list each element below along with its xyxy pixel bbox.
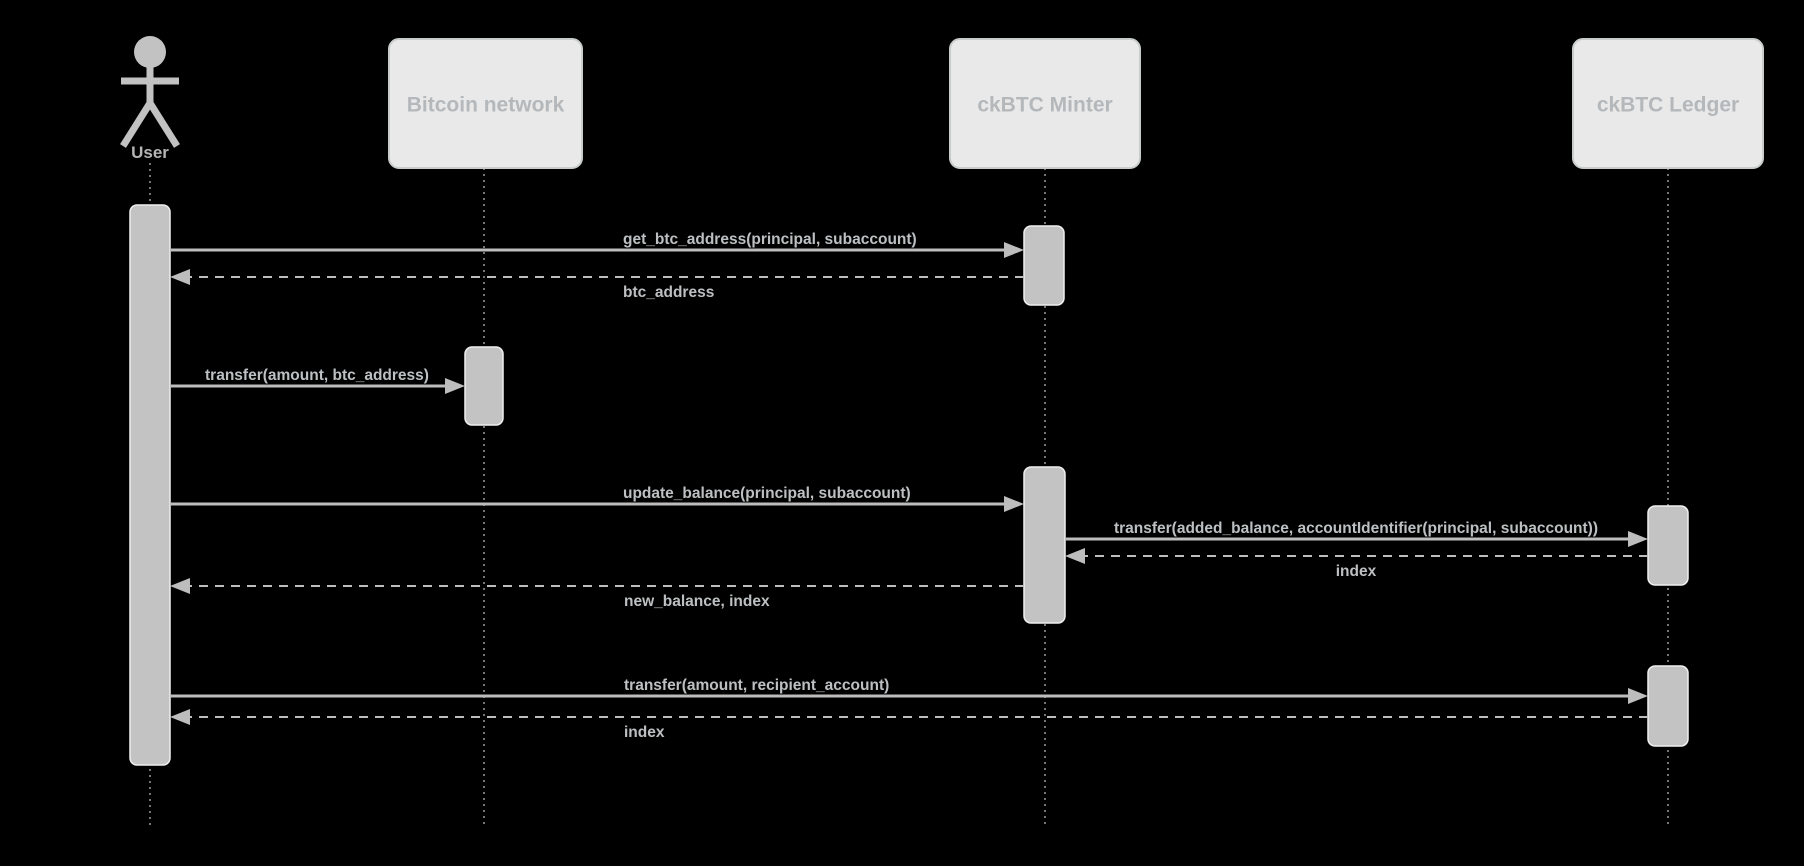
activation-bar-ckbtc-minter-2 bbox=[1023, 225, 1065, 306]
message-label-2: transfer(amount, btc_address) bbox=[205, 367, 429, 384]
message-arrowhead-2 bbox=[445, 378, 465, 394]
actor-label-user: User bbox=[131, 143, 169, 162]
message-label-3: update_balance(principal, subaccount) bbox=[623, 485, 911, 502]
message-label-8: index bbox=[624, 724, 665, 741]
actor-label-ckbtc-ledger: ckBTC Ledger bbox=[1597, 94, 1739, 117]
message-arrowhead-5 bbox=[1065, 548, 1085, 564]
activation-bar-ckbtc-minter-3 bbox=[1023, 466, 1066, 624]
actor-box-ckbtc-minter bbox=[949, 38, 1141, 169]
activation-bar-user-0 bbox=[129, 204, 171, 766]
message-label-7: transfer(amount, recipient_account) bbox=[624, 677, 889, 694]
user-actor-icon bbox=[120, 36, 180, 148]
user-leg-right bbox=[147, 101, 180, 148]
user-leg-left bbox=[120, 101, 153, 148]
message-arrowhead-4 bbox=[1628, 531, 1648, 547]
message-label-5: index bbox=[1336, 563, 1377, 580]
message-arrowhead-3 bbox=[1004, 496, 1024, 512]
message-label-0: get_btc_address(principal, subaccount) bbox=[623, 231, 917, 248]
message-arrowhead-7 bbox=[1628, 688, 1648, 704]
message-arrowhead-8 bbox=[170, 709, 190, 725]
message-arrowhead-1 bbox=[170, 269, 190, 285]
message-label-6: new_balance, index bbox=[624, 593, 770, 610]
actor-label-ckbtc-minter: ckBTC Minter bbox=[977, 94, 1112, 117]
activation-bar-ckbtc-ledger-5 bbox=[1647, 665, 1689, 747]
message-label-4: transfer(added_balance, accountIdentifie… bbox=[1114, 520, 1598, 537]
message-arrowhead-0 bbox=[1004, 242, 1024, 258]
actor-box-bitcoin-network bbox=[388, 38, 583, 169]
message-label-1: btc_address bbox=[623, 284, 714, 301]
activation-bar-bitcoin-network-1 bbox=[464, 346, 504, 426]
actor-label-bitcoin-network: Bitcoin network bbox=[407, 94, 565, 117]
user-head bbox=[134, 36, 166, 68]
message-arrowhead-6 bbox=[170, 578, 190, 594]
actor-box-ckbtc-ledger bbox=[1572, 38, 1764, 169]
activation-bar-ckbtc-ledger-4 bbox=[1647, 505, 1689, 586]
